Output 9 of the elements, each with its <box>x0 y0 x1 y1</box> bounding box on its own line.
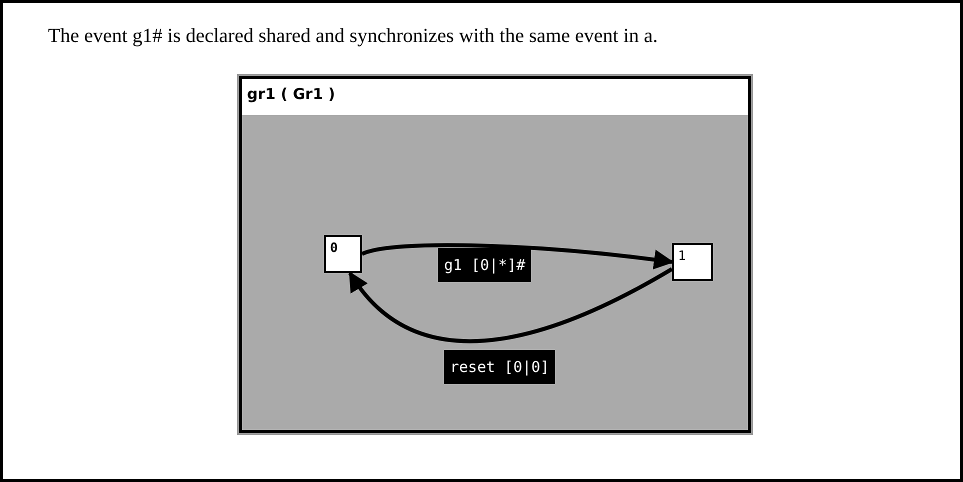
caption-text: The event g1# is declared shared and synchronizes with the same event in a. <box>48 25 658 48</box>
edge-label: reset [0|0] <box>444 350 556 384</box>
arrow <box>361 243 674 270</box>
window-title: gr1 ( Gr1 ) <box>242 79 748 115</box>
window-panel <box>239 76 751 433</box>
arrow <box>348 267 673 344</box>
edge-label: g1 [0|*]# <box>438 248 532 282</box>
state-box: 0 <box>324 235 362 273</box>
state-box: 1 <box>672 243 713 281</box>
